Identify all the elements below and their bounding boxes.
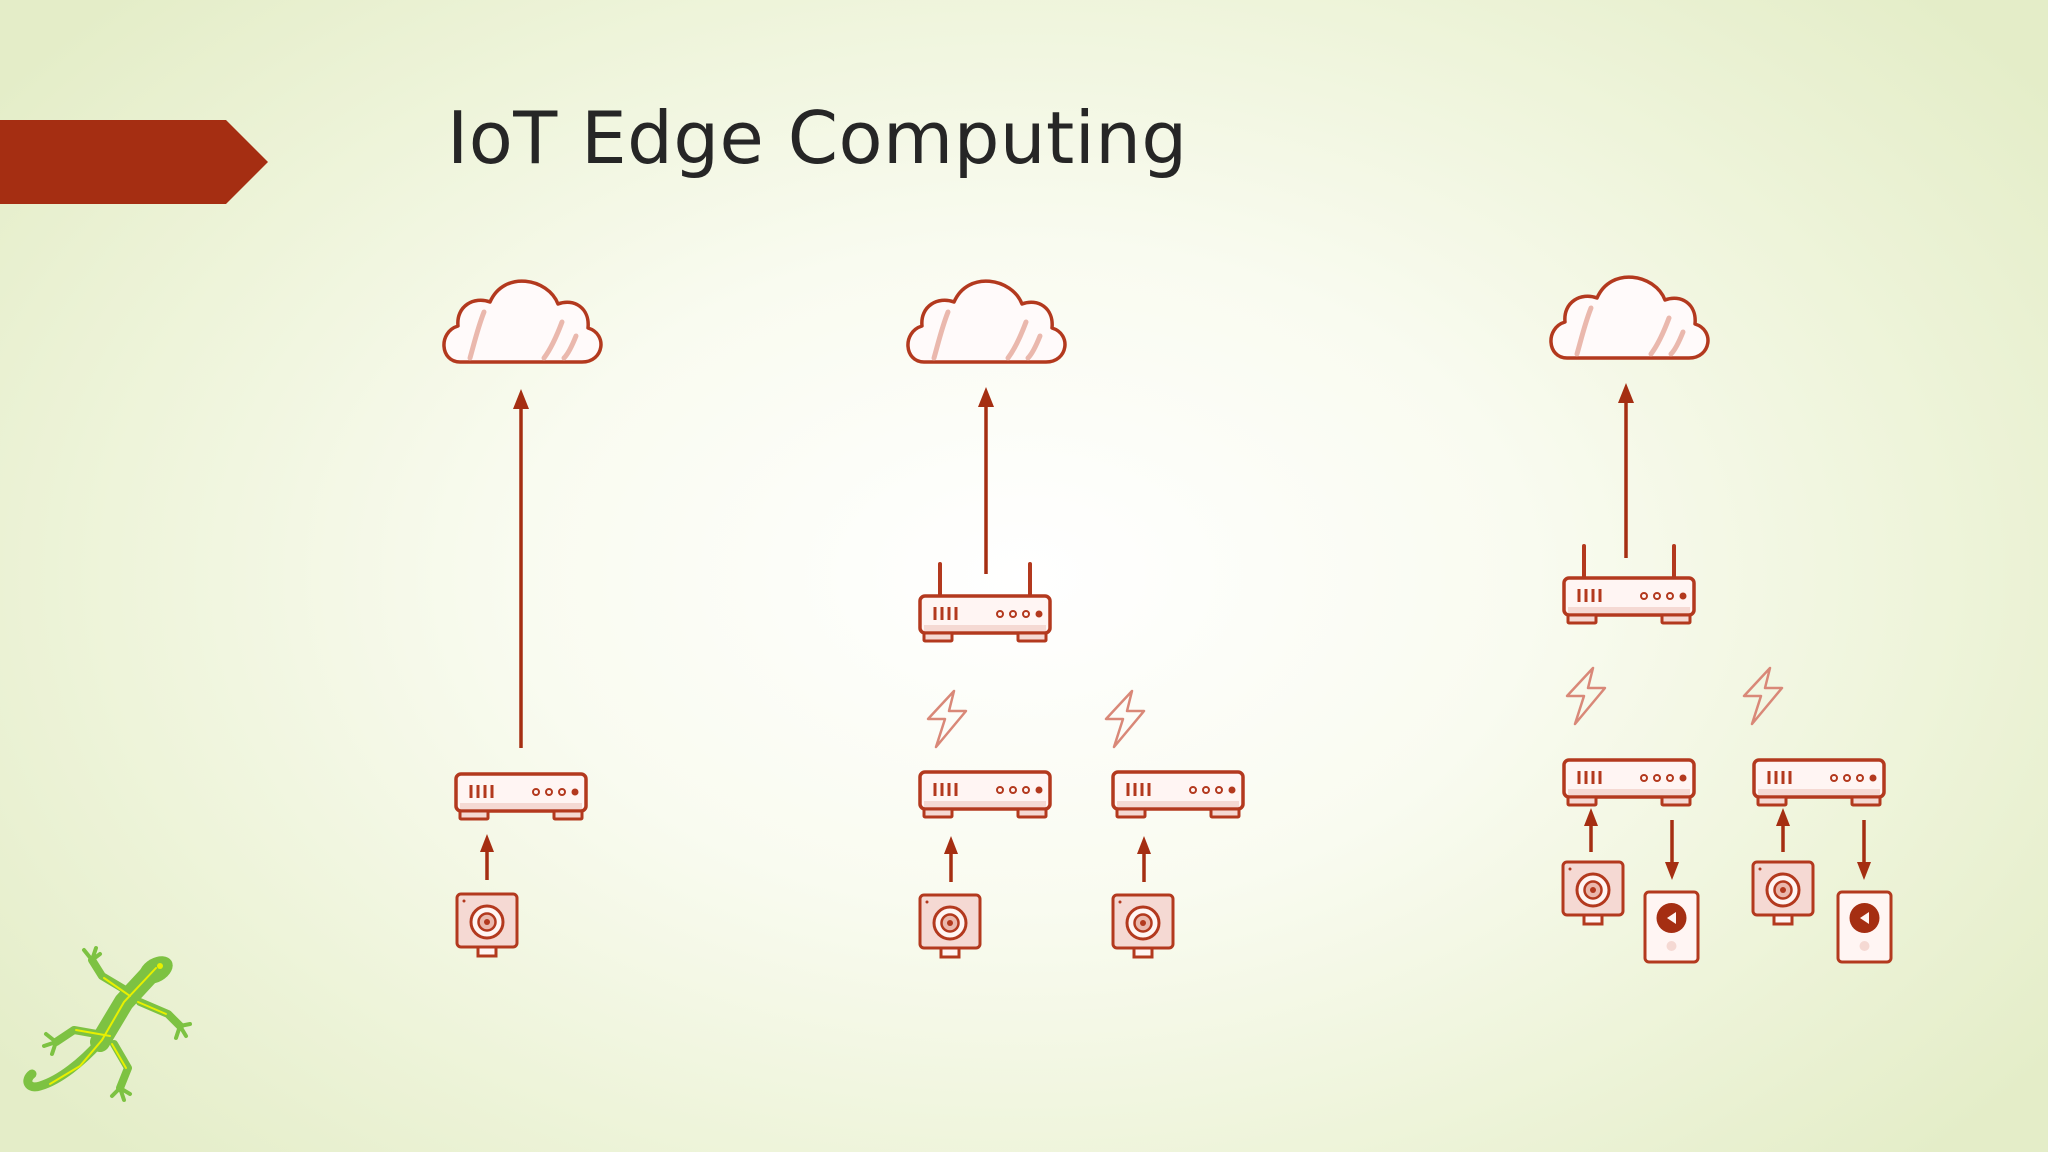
edge-device-icon	[1562, 758, 1696, 807]
speaker-icon	[1643, 890, 1700, 964]
edge-device-icon	[454, 772, 588, 821]
title-accent-bar	[0, 120, 268, 204]
speaker-icon	[1836, 890, 1893, 964]
lightning-icon	[1742, 666, 1784, 726]
lightning-icon	[1104, 689, 1146, 749]
camera-icon	[1751, 860, 1815, 926]
cloud-icon	[444, 281, 601, 362]
arrow-up-to-edge	[944, 836, 958, 882]
gecko-logo	[23, 946, 192, 1102]
arrow-down-to-speaker	[1857, 820, 1871, 880]
camera-icon	[1561, 860, 1625, 926]
lightning-icon	[1565, 666, 1607, 726]
camera-icon	[455, 892, 519, 958]
column-gateway-edge	[908, 281, 1245, 959]
arrow-up-to-cloud	[1618, 383, 1634, 558]
router-icon	[920, 564, 1050, 641]
cloud-icon	[908, 281, 1065, 362]
arrow-up-to-cloud	[513, 389, 529, 748]
slide-title: IoT Edge Computing	[447, 96, 1188, 180]
edge-device-icon	[1752, 758, 1886, 807]
arrow-up-to-edge	[1776, 808, 1790, 852]
arrow-up-to-edge	[1137, 836, 1151, 882]
column-gateway-edge-bidirectional	[1551, 277, 1893, 964]
router-icon	[1564, 546, 1694, 623]
cloud-icon	[1551, 277, 1708, 358]
arrow-up-to-edge	[1584, 808, 1598, 852]
camera-icon	[1111, 893, 1175, 959]
arrow-up-to-cloud	[978, 387, 994, 574]
lightning-icon	[926, 689, 968, 749]
arrow-up-to-edge	[480, 834, 494, 880]
column-cloud-direct	[444, 281, 601, 958]
edge-device-icon	[1111, 770, 1245, 819]
camera-icon	[918, 893, 982, 959]
edge-device-icon	[918, 770, 1052, 819]
arrow-down-to-speaker	[1665, 820, 1679, 880]
